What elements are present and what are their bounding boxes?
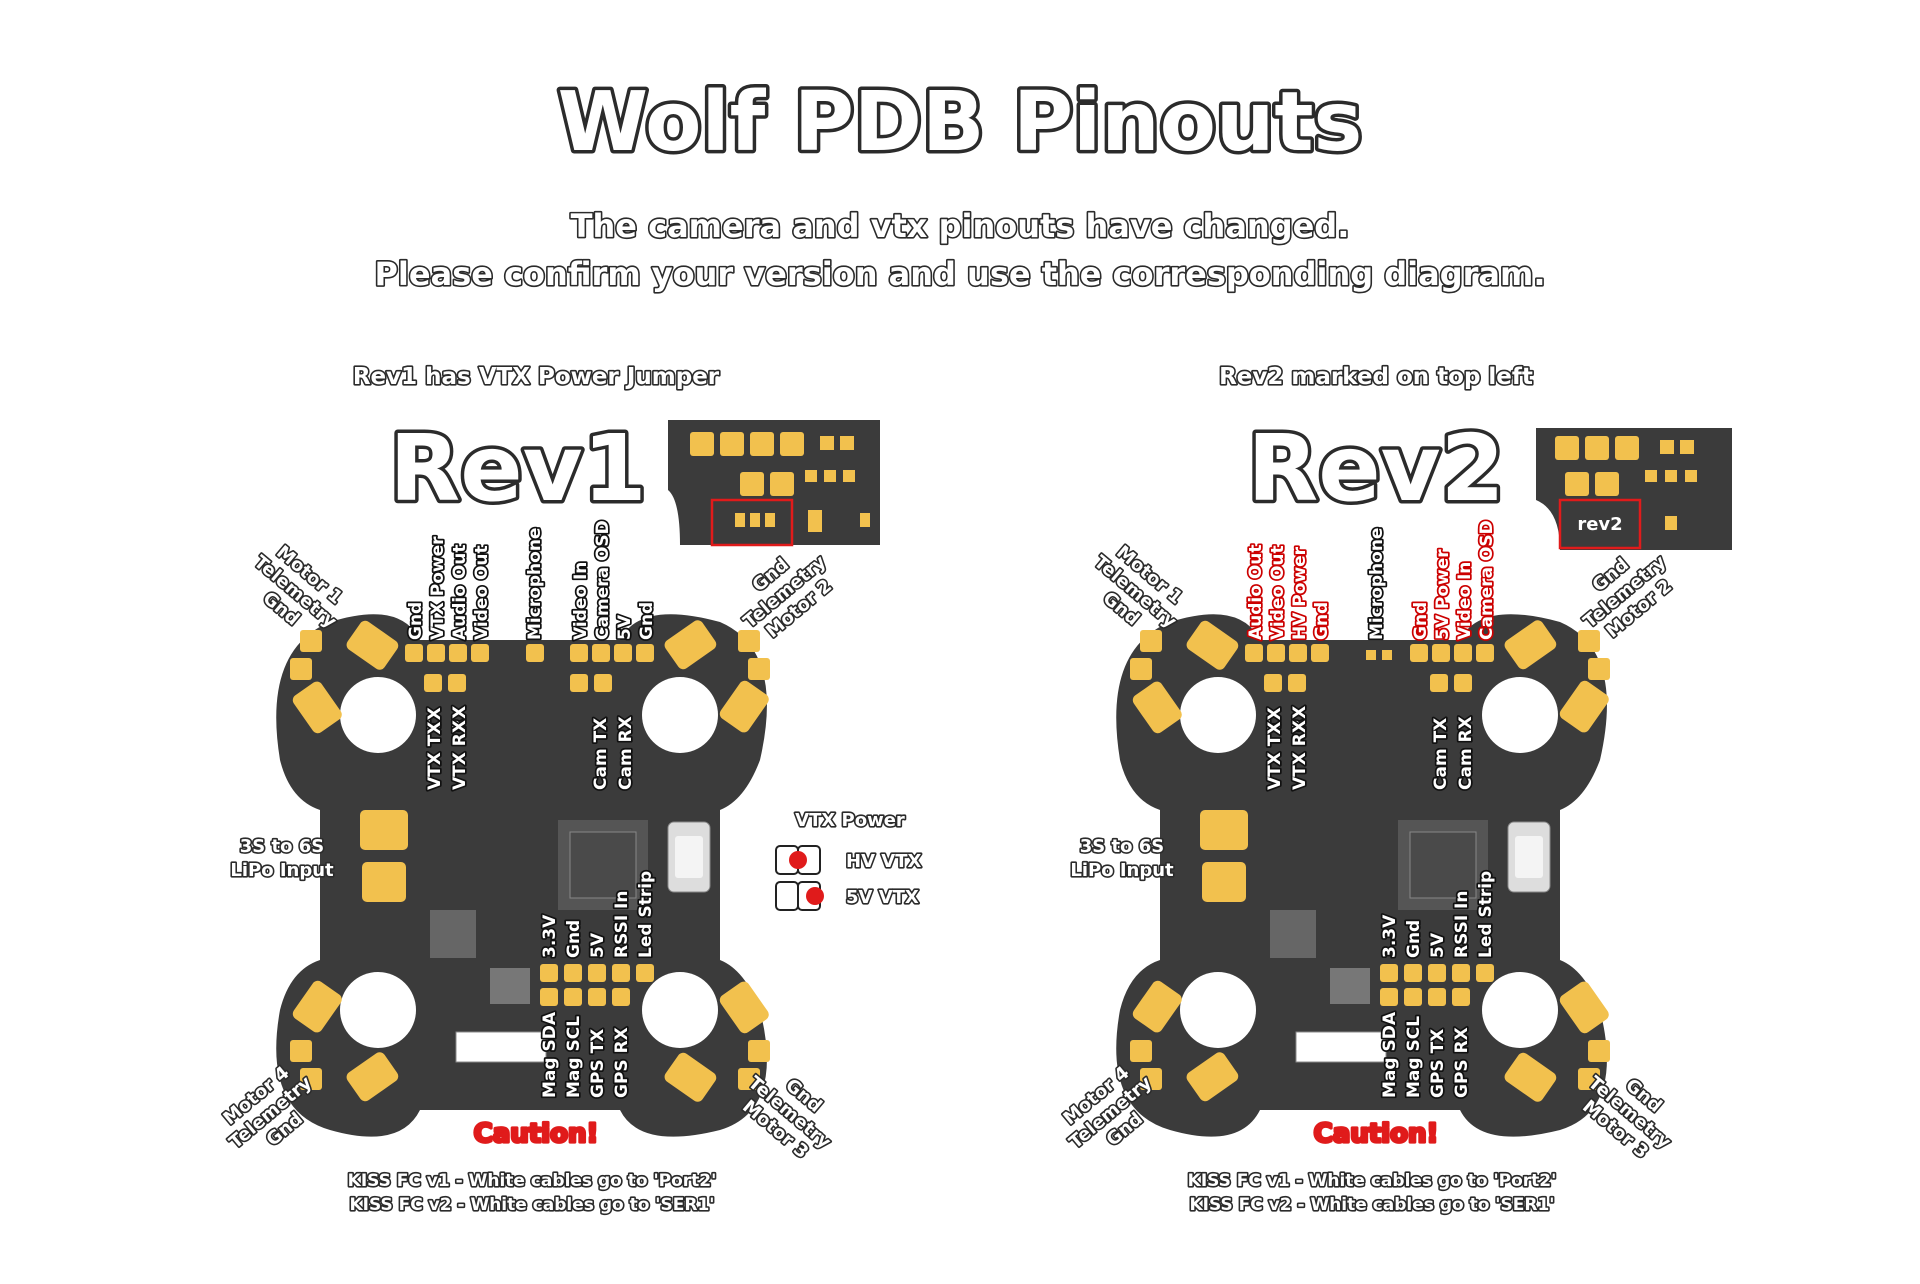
rev1-input-line2: LiPo Input <box>230 860 334 881</box>
rev1-jumper-hv-dot <box>789 851 807 869</box>
rev2-section: Rev2 marked on top left Rev2 rev2 <box>1058 362 1732 1217</box>
rev2-label: Rev2 <box>1247 415 1504 522</box>
rev1-label-cam-rx: Cam RX <box>616 716 636 790</box>
rev1-pin-5v-b: 5V <box>588 932 608 958</box>
rev1-kiss-v1: KISS FC v1 - White cables go to 'Port2' <box>348 1171 717 1191</box>
rev2-input-line1: 3S to 6S <box>1080 836 1164 857</box>
rev1-jumper-5v: 5V VTX <box>846 887 919 908</box>
rev2-label-vtx-tx: VTX TX <box>1265 722 1285 790</box>
rev1-pin-5v: 5V <box>615 614 635 640</box>
rev1-pin-gnd-2: Gnd <box>637 602 657 640</box>
rev1-pin-video-out: Video Out <box>472 545 492 640</box>
rev2-pin-gnd-2: Gnd <box>1411 602 1431 640</box>
rev2-marker-highlight <box>1558 498 1642 550</box>
rev1-top-pin-labels: Gnd VTX Power Audio Out Video Out Microp… <box>404 519 658 642</box>
rev1-label-vtx-tx: VTX TX <box>425 722 445 790</box>
rev2-pin-microphone: Microphone <box>1367 528 1387 640</box>
rev2-pin-mag-scl: Mag SCL <box>1404 1016 1424 1098</box>
rev2-pin-audio-out: Audio Out <box>1246 544 1266 640</box>
rev1-jumper-highlight <box>710 498 794 547</box>
rev1-pin-mag-scl: Mag SCL <box>564 1016 584 1098</box>
rev1-uart-labels: TX RX VTX TX VTX RX Cam TX Cam RX <box>423 704 637 792</box>
rev2-pin-camera-osd: Camera OSD <box>1477 520 1497 640</box>
rev2-pin-video-in: Video In <box>1455 562 1475 640</box>
subtitle-line-1: The camera and vtx pinouts have changed. <box>571 207 1350 245</box>
rev2-note: Rev2 marked on top left <box>1219 364 1533 390</box>
rev1-caution: Caution! <box>474 1119 599 1149</box>
rev1-kiss-v2: KISS FC v2 - White cables go to 'SER1' <box>350 1195 715 1215</box>
rev1-bottom-pin-labels: 3.3V Gnd 5V RSSI In Led Strip Mag SDA Ma… <box>538 869 657 1100</box>
rev2-caution: Caution! <box>1314 1119 1439 1149</box>
rev2-pin-led-strip: Led Strip <box>1476 871 1496 958</box>
rev2-marker: rev2 <box>1577 514 1622 535</box>
rev2-pin-gps-rx: GPS RX <box>1452 1027 1472 1098</box>
rev1-label-rx: RX <box>450 706 470 732</box>
rev2-pin-gnd: Gnd <box>1312 602 1332 640</box>
rev1-jumper-hv: HV VTX <box>846 851 921 872</box>
rev1-pin-rssi-in: RSSI In <box>612 891 632 959</box>
rev1-label: Rev1 <box>389 415 646 522</box>
rev2-kiss-v1: KISS FC v1 - White cables go to 'Port2' <box>1188 1171 1557 1191</box>
rev2-pin-hv-power: HV Power <box>1290 546 1310 640</box>
rev2-kiss-v2: KISS FC v2 - White cables go to 'SER1' <box>1190 1195 1555 1215</box>
rev2-board <box>1116 614 1610 1137</box>
rev1-inset <box>668 420 880 547</box>
rev1-jumper-title: VTX Power <box>795 810 905 831</box>
rev2-pin-5v-power: 5V Power <box>1433 549 1453 640</box>
rev1-pin-gps-rx: GPS RX <box>612 1027 632 1098</box>
rev2-label-rx: RX <box>1290 706 1310 732</box>
rev2-pin-rssi-in: RSSI In <box>1452 891 1472 959</box>
rev2-pin-gps-tx: GPS TX <box>1428 1029 1448 1098</box>
rev1-label-cam-tx: Cam TX <box>591 718 611 790</box>
rev2-pin-video-out: Video Out <box>1268 545 1288 640</box>
rev1-jumper-5v-dot <box>806 887 824 905</box>
rev2-uart-labels: TX RX VTX TX VTX RX Cam TX Cam RX <box>1263 704 1477 792</box>
rev2-input-line2: LiPo Input <box>1070 860 1174 881</box>
rev1-board <box>276 614 770 1137</box>
rev1-pin-camera-osd: Camera OSD <box>593 520 613 640</box>
rev2-top-pin-labels: Audio Out Video Out HV Power Gnd Microph… <box>1244 519 1498 642</box>
rev2-pin-5v-b: 5V <box>1428 932 1448 958</box>
rev1-note: Rev1 has VTX Power Jumper <box>353 364 720 390</box>
rev1-pin-led-strip: Led Strip <box>636 871 656 958</box>
rev1-jumper-legend: VTX Power HV VTX 5V VTX <box>775 808 923 911</box>
rev2-inset: rev2 <box>1536 428 1732 550</box>
rev1-section: Rev1 has VTX Power Jumper Rev1 <box>218 362 923 1216</box>
rev1-pin-microphone: Microphone <box>525 528 545 640</box>
rev2-pin-3v3: 3.3V <box>1380 914 1400 958</box>
rev1-pin-video-in: Video In <box>571 562 591 640</box>
rev1-pin-gnd: Gnd <box>406 602 426 640</box>
rev2-pin-mag-sda: Mag SDA <box>1380 1011 1400 1098</box>
subtitle-line-2: Please confirm your version and use the … <box>374 255 1545 293</box>
rev1-label-vtx-rx: VTX RX <box>450 720 470 790</box>
rev1-pin-mag-sda: Mag SDA <box>540 1011 560 1098</box>
rev2-label-vtx-rx: VTX RX <box>1290 720 1310 790</box>
page-title: Wolf PDB Pinouts <box>558 75 1363 170</box>
rev1-pin-gnd-b: Gnd <box>564 920 584 958</box>
rev1-pin-vtx-power: VTX Power <box>428 536 448 640</box>
rev2-bottom-pin-labels: 3.3V Gnd 5V RSSI In Led Strip Mag SDA Ma… <box>1378 869 1497 1100</box>
rev1-input-line1: 3S to 6S <box>240 836 324 857</box>
rev1-pin-gps-tx: GPS TX <box>588 1029 608 1098</box>
rev2-label-cam-tx: Cam TX <box>1431 718 1451 790</box>
rev2-label-cam-rx: Cam RX <box>1456 716 1476 790</box>
rev1-pin-3v3: 3.3V <box>540 914 560 958</box>
rev2-pin-gnd-b: Gnd <box>1404 920 1424 958</box>
rev1-label-tx: TX <box>425 707 445 732</box>
rev1-pin-audio-out: Audio Out <box>450 544 470 640</box>
rev2-label-tx: TX <box>1265 707 1285 732</box>
